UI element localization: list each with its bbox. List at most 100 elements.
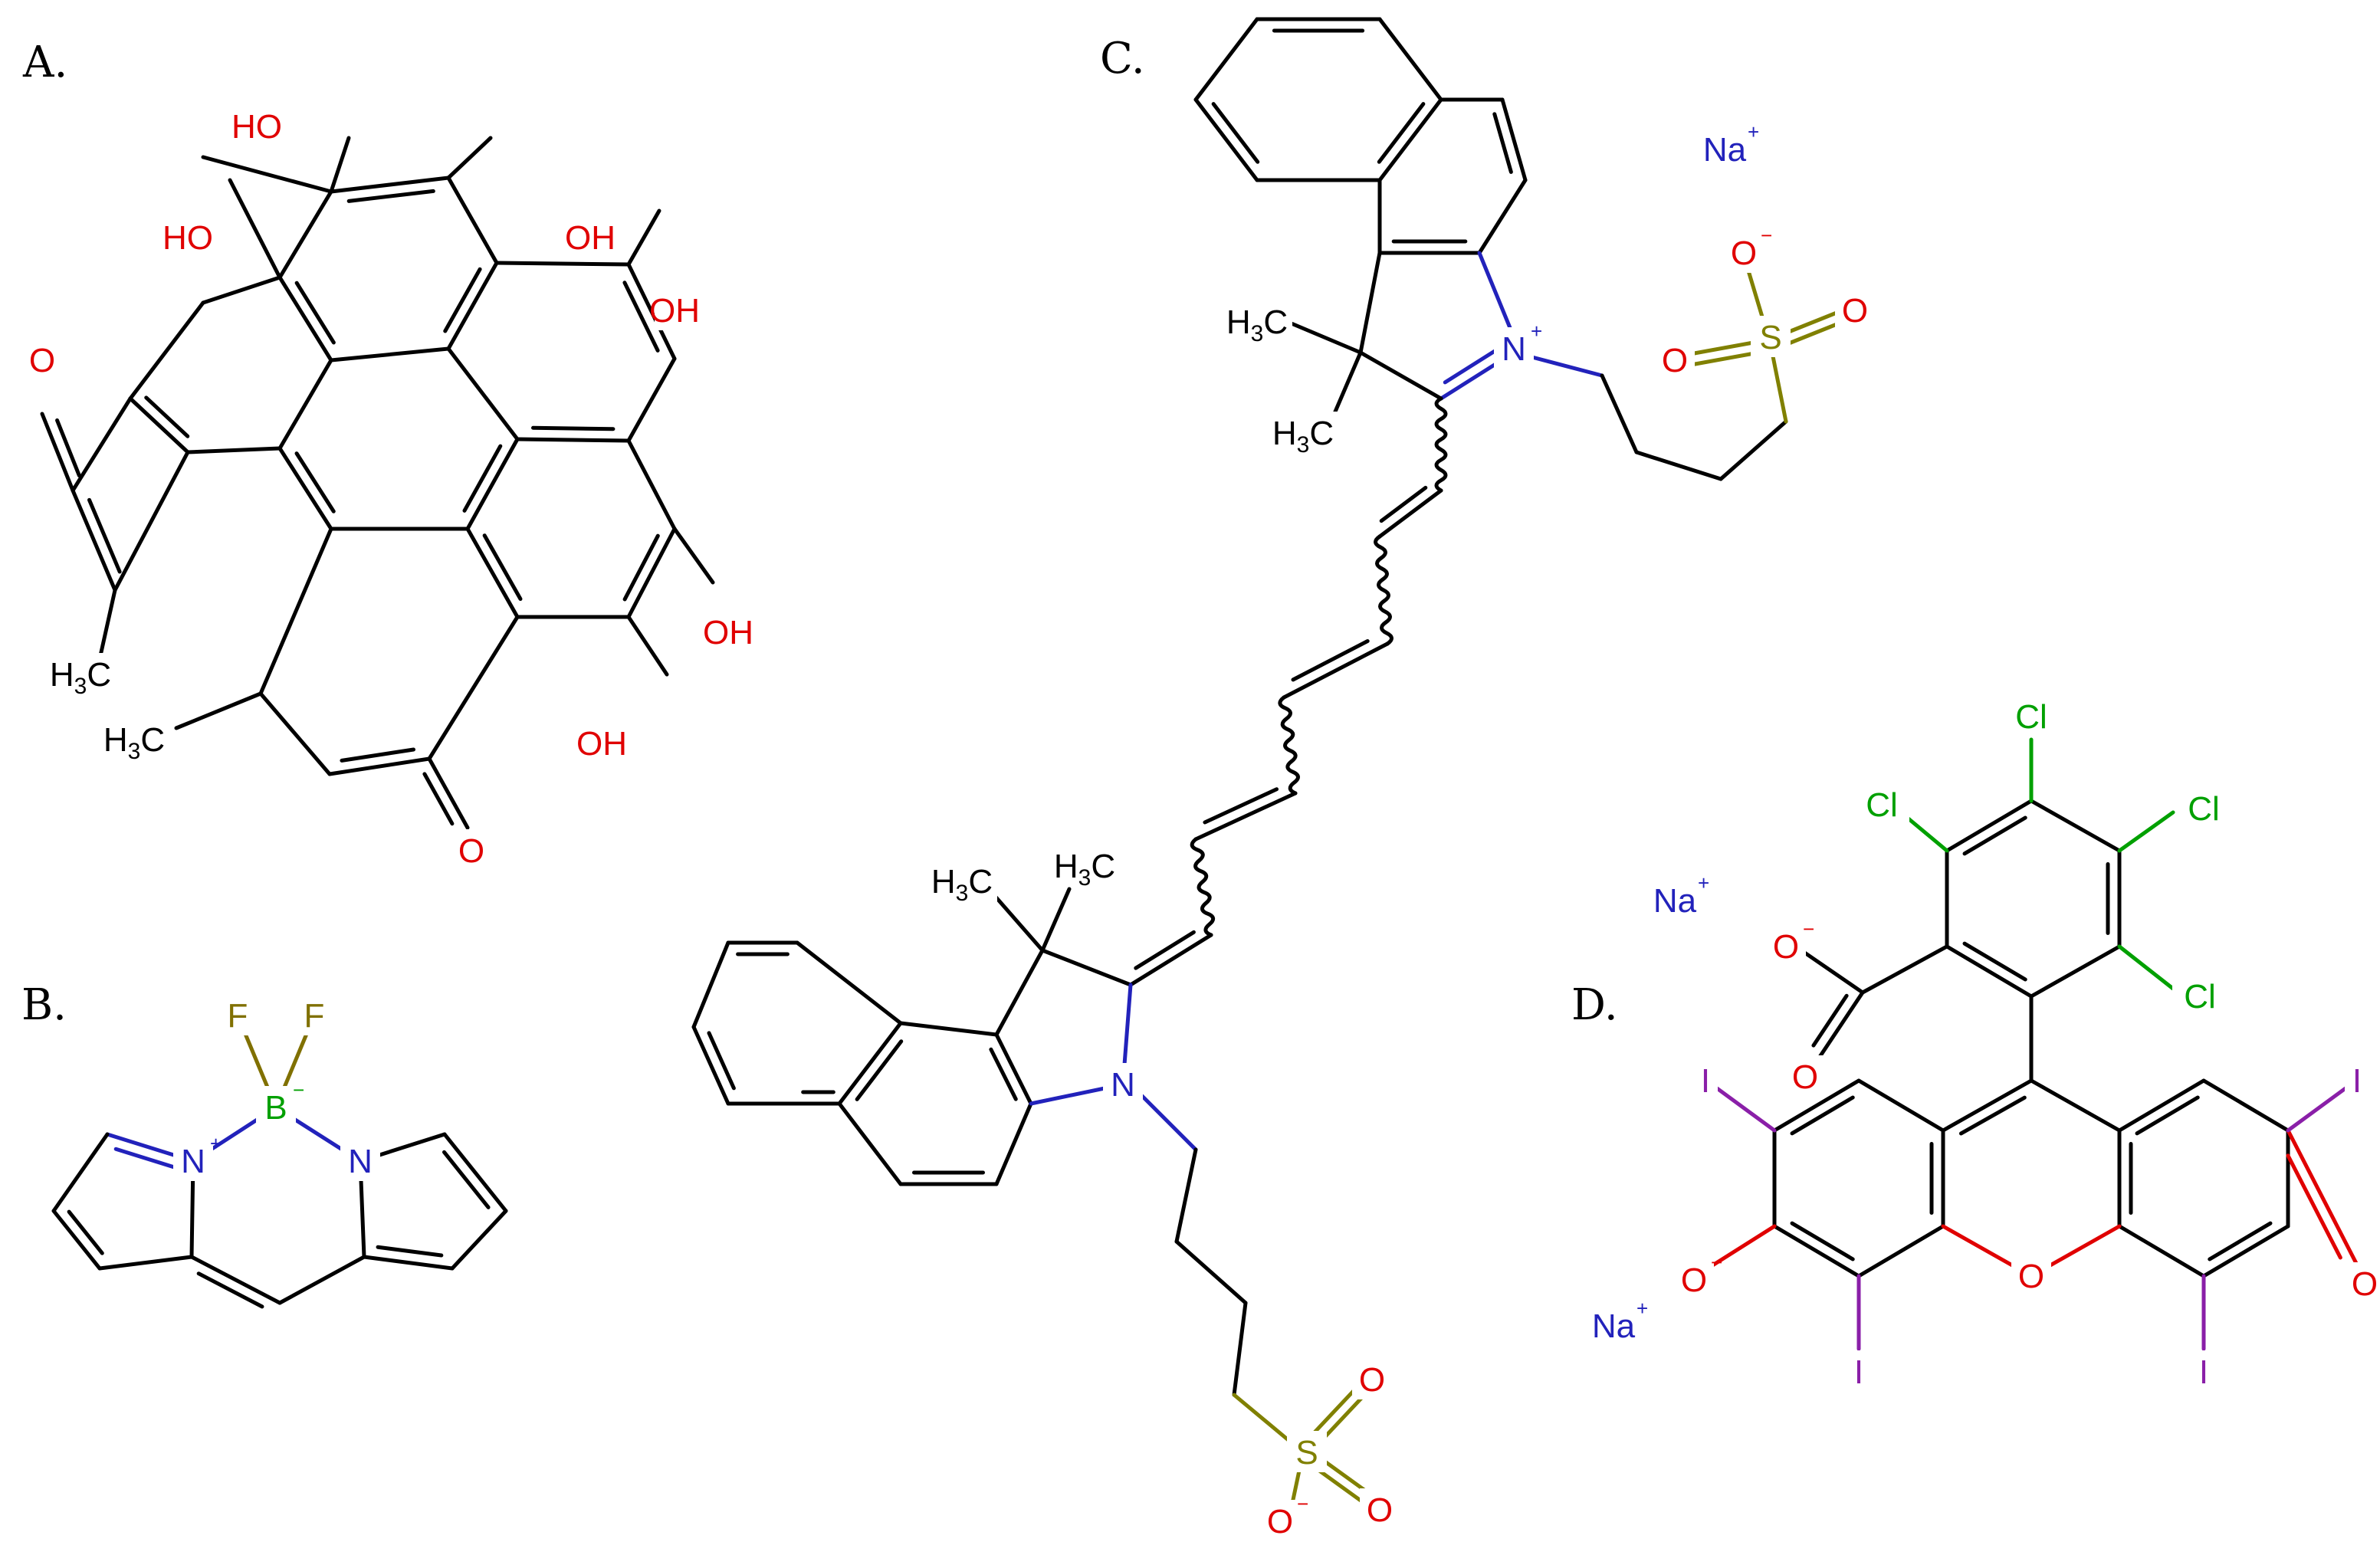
- double-bond-inner: [462, 444, 503, 513]
- carbonyl-oxygen-label-mask: [451, 829, 491, 871]
- double-bond: [40, 412, 75, 493]
- iodine-label-mask: [2345, 1059, 2369, 1101]
- hydroxyl-label-mask: [708, 611, 748, 652]
- phenolate-oxygen-label-charge: −: [1711, 1251, 1722, 1274]
- double-bond: [1941, 1078, 2034, 1133]
- single-bond: [898, 1021, 999, 1037]
- double-bond-inner: [196, 1271, 264, 1309]
- fluorine-label: F: [304, 997, 325, 1035]
- single-bond: [2117, 1224, 2206, 1278]
- carboxylate-oxygen-label-mask: [1766, 925, 1806, 966]
- single-bond: [837, 1101, 903, 1186]
- single-bond: [795, 940, 903, 1025]
- hydroxyl-label: HO: [162, 219, 213, 257]
- single-bond: [494, 261, 631, 267]
- methyl-label-mask: [99, 718, 169, 760]
- single-bond: [1477, 251, 1516, 340]
- methyl-label-mask: [1222, 300, 1292, 342]
- sulfonate-oxygen-label-mask: [1835, 289, 1875, 330]
- nitrogen-label-charge: +: [1531, 320, 1542, 343]
- hydroxyl-label: HO: [231, 108, 282, 146]
- double-bond: [446, 261, 499, 351]
- sulfur-label: S: [1295, 1434, 1318, 1471]
- sodium-label-mask: [1647, 879, 1702, 920]
- wavy-bond: [1434, 396, 1448, 493]
- ketone-oxygen-label-mask: [2345, 1262, 2380, 1304]
- chlorine-label: Cl: [2188, 790, 2220, 828]
- double-bond-inner: [855, 1039, 904, 1101]
- fluorine-label: F: [228, 997, 248, 1035]
- nitrogen-label-mask: [1494, 327, 1534, 369]
- single-bond: [1860, 944, 1949, 995]
- double-bond-inner: [376, 1245, 444, 1258]
- chlorine-label-mask: [2176, 787, 2231, 828]
- hydroxyl-label-mask: [168, 216, 208, 258]
- double-bond-inner: [87, 497, 122, 574]
- single-bond: [1634, 450, 1723, 481]
- chlorine-label: Cl: [2184, 978, 2216, 1015]
- sulfonate-oxygen-label-charge: −: [1761, 224, 1772, 247]
- single-bond: [691, 940, 730, 1029]
- double-bond-inner: [1958, 1095, 2027, 1136]
- single-bond: [277, 189, 333, 280]
- double-bond: [1772, 1078, 1861, 1133]
- boron-label-charge: −: [293, 1078, 304, 1101]
- methyl-label: H3C: [1054, 848, 1115, 891]
- iodine-label: I: [1854, 1353, 1863, 1391]
- sodium-label-charge: +: [1636, 1297, 1648, 1320]
- methyl-label: H3C: [1226, 303, 1288, 346]
- sulfonate-oxygen-label-mask: [1724, 231, 1764, 273]
- single-bond: [1358, 350, 1443, 401]
- single-bond: [113, 450, 190, 592]
- sodium-label-mask: [1697, 128, 1752, 169]
- methyl-label-mask: [1049, 845, 1120, 886]
- single-bond: [672, 527, 715, 585]
- double-bond-inner: [2208, 1221, 2273, 1261]
- double-bond: [465, 527, 520, 619]
- single-bond: [2029, 944, 2122, 999]
- double-bond-inner: [2286, 1153, 2342, 1260]
- double-bond: [626, 262, 677, 361]
- double-bond-inner: [622, 281, 660, 353]
- single-bond: [258, 691, 332, 776]
- double-bond: [277, 446, 333, 531]
- ether-oxygen-label-mask: [2011, 1255, 2051, 1296]
- double-bond-inner: [1811, 993, 1849, 1048]
- double-bond: [1814, 990, 1865, 1064]
- sulfonate-oxygen-label: O: [1367, 1491, 1393, 1529]
- single-bond: [1040, 887, 1072, 953]
- single-bond: [1719, 419, 1788, 481]
- double-bond-inner: [2135, 1095, 2200, 1136]
- single-bond: [626, 208, 661, 267]
- double-bond-inner: [346, 189, 435, 203]
- double-bond-inner: [340, 747, 416, 763]
- double-bond: [1945, 944, 2034, 999]
- methyl-label-mask: [927, 860, 997, 901]
- double-bond: [2117, 1078, 2206, 1133]
- double-bond: [691, 1025, 730, 1106]
- hydroxyl-label-mask: [570, 216, 610, 258]
- single-bond: [1285, 320, 1363, 355]
- double-bond: [1500, 97, 1528, 182]
- double-bond: [189, 1255, 282, 1305]
- single-bond: [1377, 17, 1443, 102]
- nitrogen-label: N: [348, 1143, 373, 1180]
- iodine-label-mask: [1693, 1059, 1718, 1101]
- single-bond: [626, 438, 677, 531]
- sulfonate-oxygen-label: O: [1731, 235, 1757, 272]
- panel-label-d: D.: [1571, 980, 1618, 1030]
- double-bond-inner: [989, 1047, 1018, 1101]
- single-bond: [185, 446, 282, 454]
- sulfonate-oxygen-label: O: [1359, 1361, 1385, 1399]
- chlorine-label: Cl: [2015, 698, 2047, 736]
- double-bond-inner: [1377, 102, 1426, 164]
- double-bond-inner: [443, 267, 482, 333]
- single-bond: [329, 346, 451, 363]
- double-bond-inner: [113, 1147, 180, 1170]
- double-bond: [1377, 97, 1443, 182]
- double-bond: [327, 756, 432, 776]
- single-bond: [1768, 343, 1788, 424]
- ketone-oxygen-label: O: [2352, 1265, 2378, 1303]
- double-bond: [1945, 799, 2034, 853]
- double-bond-inner: [422, 772, 455, 826]
